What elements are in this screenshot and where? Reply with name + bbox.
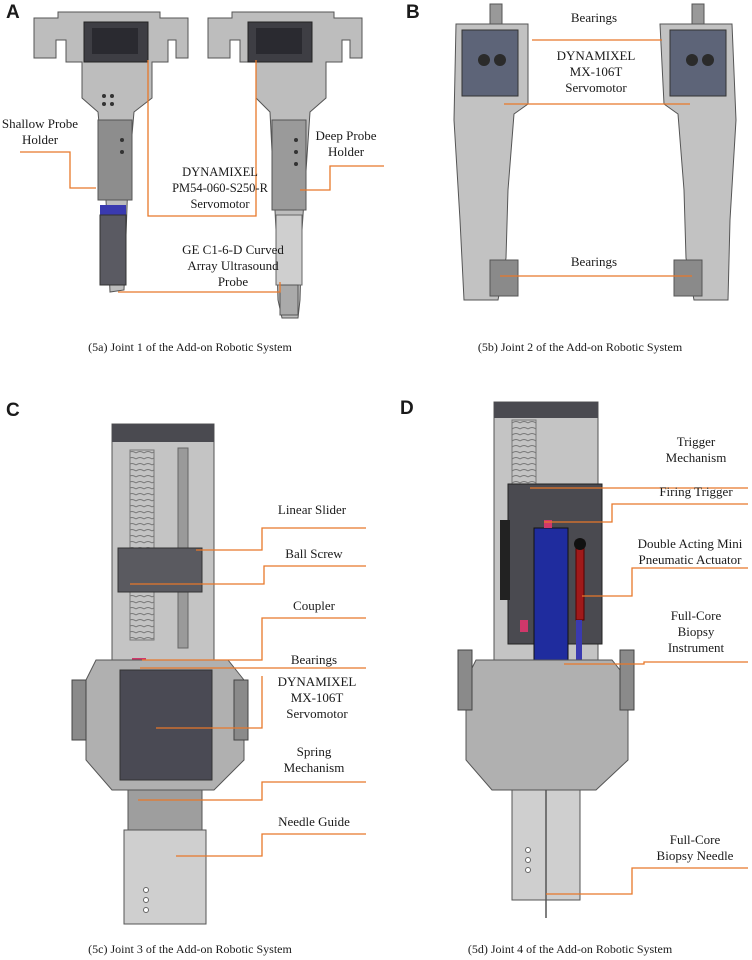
joint1-shallow-assembly: [33, 11, 189, 293]
panel-a-letter: A: [6, 2, 20, 23]
caption-panel-a: (5a) Joint 1 of the Add-on Robotic Syste…: [88, 340, 292, 354]
joint2-right-arm: [659, 3, 737, 301]
panel-b-drawing: [453, 3, 737, 301]
caption-panel-c: (5c) Joint 3 of the Add-on Robotic Syste…: [88, 942, 292, 956]
panel-d-letter: D: [400, 398, 414, 419]
label-linear-slider: Linear Slider: [277, 502, 347, 517]
caption-panel-d: (5d) Joint 4 of the Add-on Robotic Syste…: [467, 942, 673, 956]
label-ball-screw: Ball Screw: [285, 546, 343, 561]
joint2-left-arm: [453, 3, 529, 301]
joint4-assembly: [457, 401, 635, 918]
panel-a-drawing: [20, 11, 384, 319]
label-bearings-c: Bearings: [290, 652, 338, 667]
panel-c-letter: C: [6, 400, 20, 421]
label-bearings-top: Bearings: [570, 10, 618, 25]
label-coupler: Coupler: [293, 598, 335, 613]
joint3-assembly: [71, 423, 249, 925]
label-needle-guide: Needle Guide: [278, 814, 350, 829]
panel-b-letter: B: [406, 2, 420, 23]
panel-c-drawing: [71, 423, 366, 925]
label-bearings-bottom: Bearings: [570, 254, 618, 269]
label-firing-trigger: Firing Trigger: [659, 484, 733, 499]
panel-d-drawing: [457, 401, 748, 918]
joint1-deep-assembly: [207, 11, 363, 319]
caption-panel-b: (5b) Joint 2 of the Add-on Robotic Syste…: [477, 340, 683, 354]
